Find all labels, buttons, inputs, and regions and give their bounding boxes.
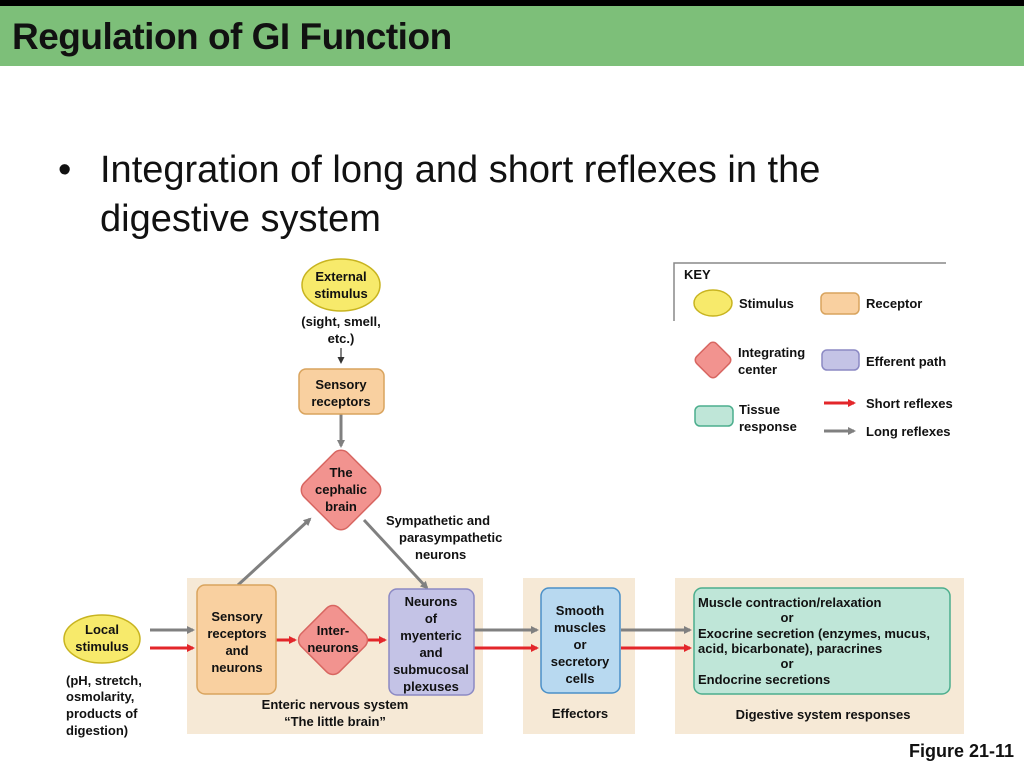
effector-label-3: or: [574, 637, 587, 652]
sensory-receptors-label-2: receptors: [311, 394, 370, 409]
responses-node: [693, 587, 951, 695]
cephalic-brain-node: [300, 449, 382, 531]
response-line-2: or: [781, 610, 794, 625]
response-line-4: acid, bicarbonate), paracrines: [698, 641, 882, 656]
key-long-reflex-label: Long reflexes: [866, 424, 951, 439]
effector-label-1: Smooth: [556, 603, 604, 618]
figure-label: Figure 21-11: [908, 741, 1014, 761]
arrow-enteric-to-brain: [236, 517, 312, 587]
interneurons-label-2: neurons: [307, 640, 358, 655]
key-stimulus-swatch: [693, 289, 733, 317]
sensory-receptors-label-1: Sensory: [315, 377, 367, 392]
plexus-label-5: submucosal: [393, 662, 469, 677]
interneurons-node: [297, 604, 369, 676]
response-line-3: Exocrine secretion (enzymes, mucus,: [698, 626, 930, 641]
slide-title: Regulation of GI Function: [12, 16, 452, 57]
cephalic-brain-label-1: The: [329, 465, 352, 480]
plexus-neurons-node: [388, 588, 475, 696]
responses-panel-label: Digestive system responses: [736, 707, 911, 722]
key-stimulus-label: Stimulus: [739, 296, 794, 311]
arrow-brain-to-plexuses: [362, 518, 429, 590]
sensory-receptors-node: [298, 368, 385, 415]
autonomic-label-2: parasympathetic: [399, 530, 502, 545]
autonomic-label-1: Sympathetic and: [386, 513, 490, 528]
key-title: KEY: [684, 267, 711, 282]
slide-header: Regulation of GI Function: [0, 0, 1024, 66]
key-tissue-label-2: response: [739, 419, 797, 434]
plexus-label-2: of: [425, 611, 438, 626]
response-line-6: Endocrine secretions: [698, 672, 830, 687]
cephalic-brain-label-2: cephalic: [315, 482, 367, 497]
key-panel: KEY Stimulus Receptor Integrating center…: [673, 262, 953, 439]
local-stimulus-label-2: stimulus: [75, 639, 128, 654]
external-stimulus-label-2: stimulus: [314, 286, 367, 301]
enteric-receptors-label-1: Sensory: [211, 609, 263, 624]
enteric-receptors-label-3: and: [225, 643, 248, 658]
key-receptor-label: Receptor: [866, 296, 922, 311]
effector-label-4: secretory: [551, 654, 610, 669]
effector-cells-node: [540, 587, 621, 694]
plexus-label-6: plexuses: [403, 679, 459, 694]
effector-label-2: muscles: [554, 620, 606, 635]
local-stimulus-node: [63, 614, 141, 664]
response-line-5: or: [781, 656, 794, 671]
plexus-label-4: and: [419, 645, 442, 660]
external-note-2: etc.): [328, 331, 355, 346]
plexus-label-3: myenteric: [400, 628, 461, 643]
local-note-4: digestion): [66, 723, 128, 738]
external-stimulus-label-1: External: [315, 269, 366, 284]
local-note-2: osmolarity,: [66, 689, 134, 704]
local-note-1: (pH, stretch,: [66, 673, 142, 688]
key-efferent-label: Efferent path: [866, 354, 946, 369]
effectors-panel-label: Effectors: [552, 706, 608, 721]
bullet-marker: •: [58, 149, 72, 191]
key-short-reflex-label: Short reflexes: [866, 396, 953, 411]
key-tissue-label-1: Tissue: [739, 402, 780, 417]
key-receptor-swatch: [820, 292, 860, 315]
key-tissue-swatch: [694, 405, 734, 427]
enteric-system-label-1: Enteric nervous system: [262, 697, 409, 712]
local-stimulus-label-1: Local: [85, 622, 119, 637]
key-integrating-swatch: [694, 341, 732, 379]
response-line-1: Muscle contraction/relaxation: [698, 595, 882, 610]
key-efferent-swatch: [821, 349, 860, 371]
enteric-receptors-label-4: neurons: [211, 660, 262, 675]
key-integrating-label-1: Integrating: [738, 345, 805, 360]
external-stimulus-node: [301, 258, 381, 312]
external-note-1: (sight, smell,: [301, 314, 380, 329]
enteric-system-label-2: “The little brain”: [284, 714, 386, 729]
key-integrating-label-2: center: [738, 362, 777, 377]
interneurons-label-1: Inter-: [317, 623, 350, 638]
effector-label-5: cells: [566, 671, 595, 686]
plexus-label-1: Neurons: [405, 594, 458, 609]
enteric-receptors-node: [196, 584, 277, 695]
autonomic-label-3: neurons: [415, 547, 466, 562]
enteric-receptors-label-2: receptors: [207, 626, 266, 641]
local-note-3: products of: [66, 706, 138, 721]
key-frame: [673, 262, 946, 321]
bullet-text: Integration of long and short reflexes i…: [100, 149, 821, 240]
cephalic-brain-label-3: brain: [325, 499, 357, 514]
